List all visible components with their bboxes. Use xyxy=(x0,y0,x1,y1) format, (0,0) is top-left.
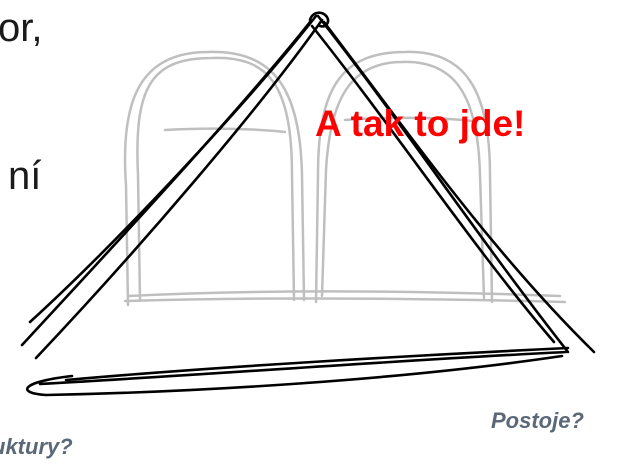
callout-text: A tak to jde! xyxy=(315,105,525,142)
corner-label-right: Postoje? xyxy=(491,410,584,432)
triangle-sketch xyxy=(22,13,594,395)
corner-label-left: uktury? xyxy=(0,436,73,458)
background-sketch xyxy=(125,52,565,305)
